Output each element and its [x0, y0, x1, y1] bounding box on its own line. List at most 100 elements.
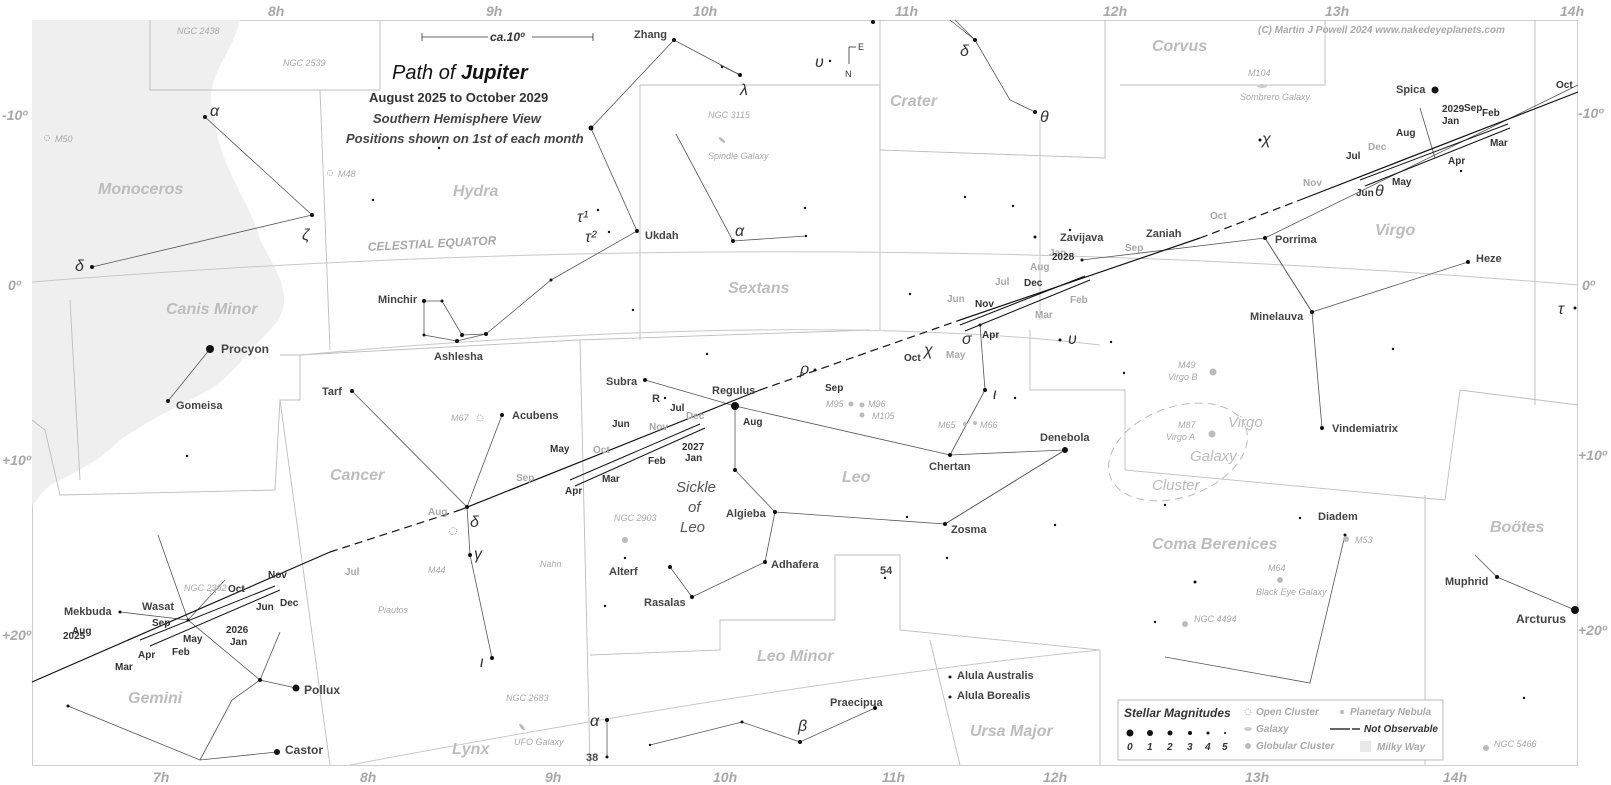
svg-text:Virgo: Virgo: [1228, 414, 1263, 431]
constellation-corvus: Corvus: [1152, 38, 1207, 55]
svg-text:N: N: [845, 69, 852, 79]
svg-text:1: 1: [1147, 742, 1153, 753]
retrograde-loop-1: [139, 585, 276, 641]
label-subra: Subra: [606, 376, 638, 388]
constellation-canis-minor: Canis Minor: [166, 301, 258, 318]
path-month-label: Apr: [565, 486, 582, 497]
label-alterf: Alterf: [609, 566, 638, 578]
path-month-label: May: [1392, 177, 1412, 188]
svg-text:M48: M48: [338, 169, 356, 179]
path-month-label: Dec: [1368, 142, 1387, 153]
ra-top-11h: 11h: [895, 3, 918, 19]
star-pollux: [292, 684, 300, 692]
label-praecipua: Praecipua: [830, 697, 883, 709]
svg-text:σ: σ: [962, 331, 973, 348]
virgo-cluster-outline: [1108, 402, 1248, 502]
svg-text:τ²: τ²: [585, 229, 597, 246]
path-month-label: Dec: [1024, 278, 1043, 289]
svg-text:3: 3: [1187, 742, 1193, 753]
star-names: Procyon Gomeisa Tarf Acubens Minchir Ash…: [64, 29, 1566, 764]
svg-text:UFO Galaxy: UFO Galaxy: [514, 737, 564, 747]
path-month-label: Jun: [256, 602, 274, 613]
svg-text:χ: χ: [1260, 131, 1271, 148]
svg-text:ι: ι: [993, 386, 997, 403]
path-month-label: Mar: [602, 474, 620, 485]
path-month-label: Jan: [1442, 116, 1459, 127]
label-38: 38: [586, 752, 598, 764]
date-range: August 2025 to October 2029: [369, 90, 548, 105]
label-zavijava: Zavijava: [1060, 232, 1104, 244]
svg-text:Globular Cluster: Globular Cluster: [1256, 741, 1335, 752]
label-heze: Heze: [1476, 253, 1502, 265]
svg-text:θ: θ: [1375, 183, 1384, 200]
retrograde-loop-2b: [574, 427, 706, 487]
path-month-label: Jul: [995, 277, 1010, 288]
path-segment-not-observable: [759, 319, 961, 391]
star-denebola: [1062, 447, 1068, 453]
retrograde-loop-4b: [1364, 127, 1511, 187]
svg-text:Leo: Leo: [680, 519, 705, 536]
svg-text:Sombrero Galaxy: Sombrero Galaxy: [1240, 92, 1311, 102]
svg-text:Planetary Nebula: Planetary Nebula: [1350, 707, 1432, 718]
label-acubens: Acubens: [512, 410, 558, 422]
svg-text:NGC 2392: NGC 2392: [184, 583, 227, 593]
label-tarf: Tarf: [322, 386, 342, 398]
dec-right-minus10: -10º: [1578, 105, 1604, 121]
path-month-label: Mar: [115, 662, 133, 673]
label-adhafera: Adhafera: [771, 559, 820, 571]
svg-text:5: 5: [1222, 742, 1228, 753]
label-denebola: Denebola: [1040, 432, 1090, 444]
path-segment: [1299, 91, 1579, 201]
constellation-lynx: Lynx: [452, 741, 490, 758]
star-spica: [1431, 86, 1439, 94]
svg-text:ρ: ρ: [799, 361, 809, 378]
path-month-label: Nov: [268, 570, 287, 581]
path-month-label: Jun: [947, 294, 965, 305]
retrograde-loop-3: [959, 275, 1086, 326]
constellation-sextans: Sextans: [728, 280, 789, 297]
constellation-cancer: Cancer: [330, 467, 385, 484]
grid-lines: [31, 251, 1579, 766]
svg-text:M96: M96: [868, 399, 886, 409]
star-arcturus: [1571, 606, 1579, 614]
legend-title: Stellar Magnitudes: [1124, 706, 1231, 720]
path-month-label: Feb: [172, 647, 190, 658]
path-month-label: Apr: [1448, 156, 1465, 167]
constellation-names: Monoceros Hydra Canis Minor Cancer Gemin…: [98, 38, 1544, 758]
path-segment: [459, 389, 761, 511]
star-castor: [274, 749, 280, 755]
label-zaniah: Zaniah: [1146, 228, 1182, 240]
svg-text:NGC 2539: NGC 2539: [283, 58, 326, 68]
path-month-label: Dec: [686, 411, 705, 422]
svg-text:ι: ι: [480, 654, 484, 671]
retrograde-loop-4: [1359, 123, 1509, 181]
svg-text:M104: M104: [1248, 68, 1271, 78]
path-month-label: Aug: [743, 417, 762, 428]
label-minelauva: Minelauva: [1250, 311, 1304, 323]
svg-text:M50: M50: [55, 134, 73, 144]
svg-text:υ: υ: [1068, 331, 1077, 348]
path-year-label: 2028: [1052, 252, 1075, 263]
svg-text:δ: δ: [470, 514, 480, 531]
label-r: R: [652, 393, 660, 405]
label-mekbuda: Mekbuda: [64, 606, 113, 618]
svg-text:τ: τ: [1558, 301, 1565, 318]
title: Path of Jupiter: [392, 62, 529, 84]
path-month-label: Feb: [648, 456, 666, 467]
path-segment-not-observable: [329, 509, 461, 553]
svg-text:Galaxy: Galaxy: [1256, 724, 1289, 735]
positions-note: Positions shown on 1st of each month: [346, 131, 584, 146]
svg-text:NGC 2903: NGC 2903: [614, 513, 657, 523]
path-month-label: Apr: [138, 650, 155, 661]
path-month-label: Aug: [428, 507, 447, 518]
svg-text:M105: M105: [872, 411, 896, 421]
legend: Stellar Magnitudes 0 1 2 3 4 5 Open Clus…: [1117, 699, 1444, 761]
dec-right-labels: -10º 0º +10º +20º: [1578, 105, 1608, 638]
path-month-label: Sep: [1125, 243, 1143, 254]
label-arcturus: Arcturus: [1516, 612, 1566, 626]
constellation-gemini: Gemini: [128, 690, 183, 707]
label-wasat: Wasat: [142, 601, 174, 613]
constellation-leo-minor-1: Leo Minor: [757, 648, 834, 665]
ra-bottom-10h: 10h: [713, 769, 737, 785]
